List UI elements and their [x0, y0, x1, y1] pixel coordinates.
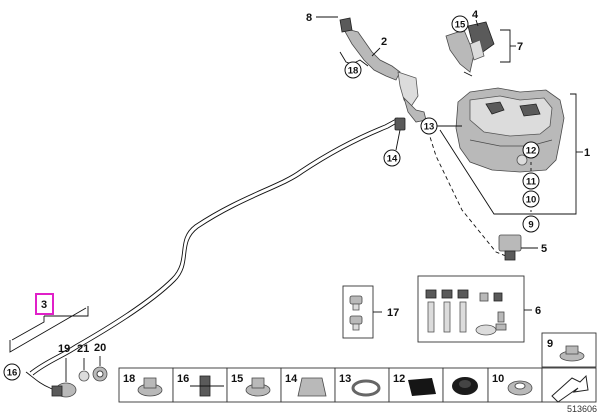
bolts-group-17: [342, 285, 374, 339]
strip-label-13: 13: [339, 373, 351, 385]
callout-17: 17: [387, 307, 399, 319]
svg-text:16: 16: [7, 368, 18, 379]
part-box-9: 9: [541, 332, 597, 368]
callout-1: 1: [584, 147, 590, 159]
callout-18: 18: [344, 61, 362, 79]
callout-3-highlight: [35, 293, 54, 315]
callout-10: 10: [522, 190, 540, 208]
svg-text:11: 11: [526, 177, 537, 188]
left-connection-assembly: [9, 307, 108, 398]
callout-21: 21: [77, 343, 89, 355]
callout-5: 5: [541, 243, 547, 255]
callout-14: 14: [383, 149, 401, 167]
svg-text:12: 12: [526, 146, 537, 157]
svg-text:14: 14: [387, 154, 398, 165]
callout-12: 12: [522, 141, 540, 159]
callout-11: 11: [522, 172, 540, 190]
callout-19: 19: [58, 343, 70, 355]
callout-9: 9: [522, 215, 540, 233]
long-line: [29, 117, 399, 373]
filler-neck: [339, 17, 427, 123]
strip-label-18: 18: [123, 373, 135, 385]
callout-16: 16: [3, 363, 21, 381]
strip-label-16: 16: [177, 373, 189, 385]
callout-2: 2: [381, 36, 387, 48]
svg-text:9: 9: [547, 338, 553, 350]
svg-text:18: 18: [348, 66, 359, 77]
fuel-tank: [455, 87, 565, 173]
strip-label-10: 10: [492, 373, 504, 385]
strip-label-15: 15: [231, 373, 243, 385]
callout-3: 3: [41, 299, 47, 311]
arrow-icon: [551, 374, 589, 403]
callout-20: 20: [94, 342, 106, 354]
callout-6: 6: [535, 305, 541, 317]
clip-group-7: [445, 21, 516, 77]
callout-4: 4: [472, 9, 479, 21]
reference-number: 513606: [566, 404, 597, 414]
callout-13: 13: [420, 117, 438, 135]
svg-text:13: 13: [424, 122, 435, 133]
callout-15: 15: [451, 15, 469, 33]
strip-label-12: 12: [393, 373, 405, 385]
svg-text:9: 9: [528, 220, 533, 231]
strip-label-14: 14: [285, 373, 298, 385]
callout-8: 8: [306, 12, 312, 24]
callout-7: 7: [517, 41, 523, 53]
valve-part-5: [498, 234, 538, 261]
hardware-group-6: [417, 275, 525, 343]
svg-text:10: 10: [526, 195, 537, 206]
parts-strip: 18 16 15 14 13 12 10: [118, 367, 597, 403]
svg-text:15: 15: [455, 20, 466, 31]
